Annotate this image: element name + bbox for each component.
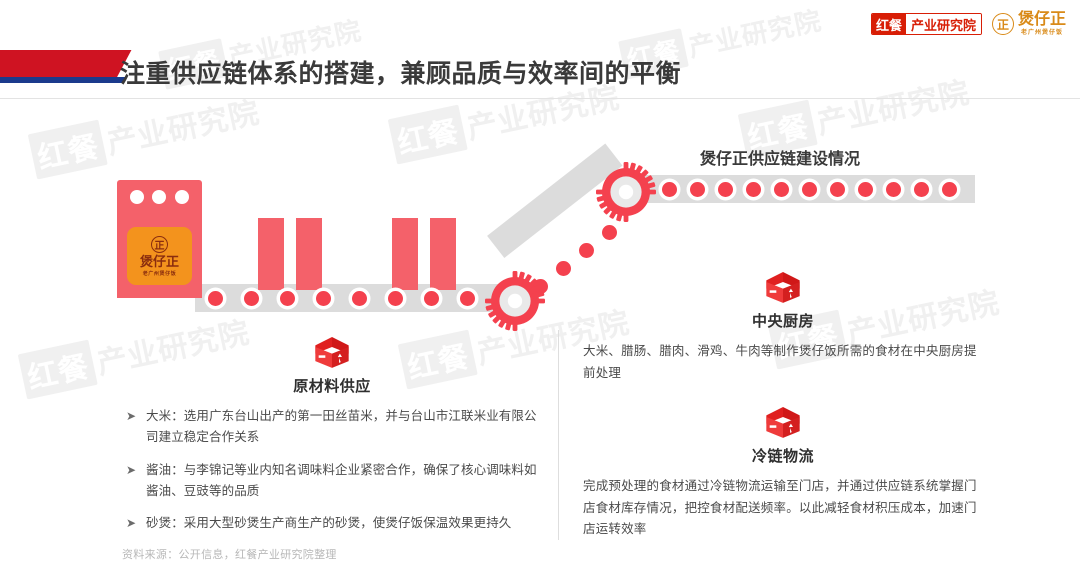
list-item-text: 酱油：与李锦记等业内知名调味料企业紧密合作，确保了核心调味料如酱油、豆豉等的品质 [146, 462, 537, 498]
store-building: 正 煲仔正 老广州煲仔饭 [117, 180, 202, 298]
header-divider [0, 98, 1080, 99]
page-title: 注重供应链体系的搭建，兼顾品质与效率间的平衡 [120, 60, 682, 88]
source-footnote: 资料来源：公开信息，红餐产业研究院整理 [122, 549, 337, 561]
belt-dot [690, 182, 705, 197]
gear-icon [596, 162, 656, 227]
belt-dot [830, 182, 845, 197]
bullet-arrow-icon: ➤ [126, 409, 137, 423]
store-seal-icon: 正 [151, 235, 168, 253]
bullet-list: ➤ 大米：选用广东台山出产的第一田丝苗米，并与台山市江联米业有限公司建立稳定合作关… [122, 406, 542, 534]
brand-logos: 红餐 产业研究院 正 煲仔正 老广州煲仔饭 [870, 11, 1066, 37]
belt-dot [886, 182, 901, 197]
belt-dot [208, 291, 223, 306]
block-raw-material-supply: 原材料供应 ➤ 大米：选用广东台山出产的第一田丝苗米，并与台山市江联米业有限公司建… [122, 335, 542, 545]
bullet-arrow-icon: ➤ [126, 462, 137, 477]
crate [296, 218, 322, 290]
open-box-icon [122, 335, 542, 369]
belt-dot [718, 182, 733, 197]
belt-dot [914, 182, 929, 197]
block-heading: 原材料供应 [293, 378, 371, 395]
bullet-arrow-icon: ➤ [126, 516, 137, 530]
open-box-icon-svg [766, 272, 800, 303]
store-window [130, 190, 145, 204]
store-window [174, 190, 189, 204]
brand-logo: 正 煲仔正 老广州煲仔饭 [991, 11, 1066, 37]
gear-icon [485, 271, 545, 336]
block-heading: 中央厨房 [751, 313, 814, 330]
belt-dot [316, 291, 331, 306]
brand-logo-text: 煲仔正 老广州煲仔饭 [1017, 11, 1066, 37]
belt-dot [774, 182, 789, 197]
chain-title: 煲仔正供应链建设情况 [700, 151, 861, 168]
list-item: ➤ 酱油：与李锦记等业内知名调味料企业紧密合作，确保了核心调味料如酱油、豆豉等的品… [122, 460, 542, 503]
list-item: ➤ 大米：选用广东台山出产的第一田丝苗米，并与台山市江联米业有限公司建立稳定合作关… [122, 406, 542, 449]
belt-dot [942, 182, 957, 197]
store-sign-tagline: 老广州煲仔饭 [142, 270, 177, 277]
belt-dot [388, 291, 403, 306]
title-flag-decoration [0, 50, 132, 84]
belt-dot [352, 291, 367, 306]
block-body: 完成预处理的食材通过冷链物流运输至门店，并通过供应链系统掌握门店食材库存情况，把… [583, 479, 977, 536]
store-window-row [117, 180, 202, 204]
brand-logo-name: 煲仔正 [1017, 11, 1066, 28]
belt-dot [579, 243, 594, 258]
brand-logo-tagline: 老广州煲仔饭 [1020, 30, 1063, 36]
block-central-kitchen: 中央厨房 大米、腊肠、腊肉、滑鸡、牛肉等制作煲仔饭所需的食材在中央厨房提前处理 [583, 270, 983, 384]
belt-dot [802, 182, 817, 197]
crate [258, 218, 284, 290]
block-body: 大米、腊肠、腊肉、滑鸡、牛肉等制作煲仔饭所需的食材在中央厨房提前处理 [583, 344, 977, 380]
store-sign: 正 煲仔正 老广州煲仔饭 [127, 227, 192, 285]
belt-dot [746, 182, 761, 197]
belt-dot [244, 291, 259, 306]
belt-dot [602, 225, 617, 240]
block-cold-chain-logistics: 冷链物流 完成预处理的食材通过冷链物流运输至门店，并通过供应链系统掌握门店食材库… [583, 405, 983, 541]
flag-red-bar [0, 50, 132, 78]
gear-icon-svg [596, 162, 656, 222]
belt-dot [662, 182, 677, 197]
store-window [152, 190, 167, 204]
belt-dot [556, 261, 571, 276]
open-box-icon [583, 405, 983, 439]
crate [430, 218, 456, 290]
belt-dot [280, 291, 295, 306]
column-divider [558, 330, 559, 540]
flag-blue-bar [0, 77, 126, 83]
store-sign-name: 煲仔正 [139, 253, 179, 269]
list-item: ➤ 砂煲：采用大型砂煲生产商生产的砂煲，使煲仔饭保温效果更持久 [122, 513, 542, 534]
open-box-icon [583, 270, 983, 304]
belt-dot [424, 291, 439, 306]
institute-logo: 红餐 产业研究院 [870, 13, 982, 35]
open-box-icon-svg [315, 337, 349, 368]
crate [392, 218, 418, 290]
brand-seal-icon: 正 [991, 13, 1014, 35]
list-item-text: 砂煲：采用大型砂煲生产商生产的砂煲，使煲仔饭保温效果更持久 [146, 516, 512, 530]
belt-dot [858, 182, 873, 197]
institute-logo-mark: 红餐 [871, 14, 906, 34]
gear-icon-svg [485, 271, 545, 331]
belt-dot [460, 291, 475, 306]
open-box-icon-svg [766, 407, 800, 438]
block-heading: 冷链物流 [751, 448, 814, 465]
institute-logo-name: 产业研究院 [905, 14, 981, 34]
list-item-text: 大米：选用广东台山出产的第一田丝苗米，并与台山市江联米业有限公司建立稳定合作关系 [146, 409, 537, 445]
